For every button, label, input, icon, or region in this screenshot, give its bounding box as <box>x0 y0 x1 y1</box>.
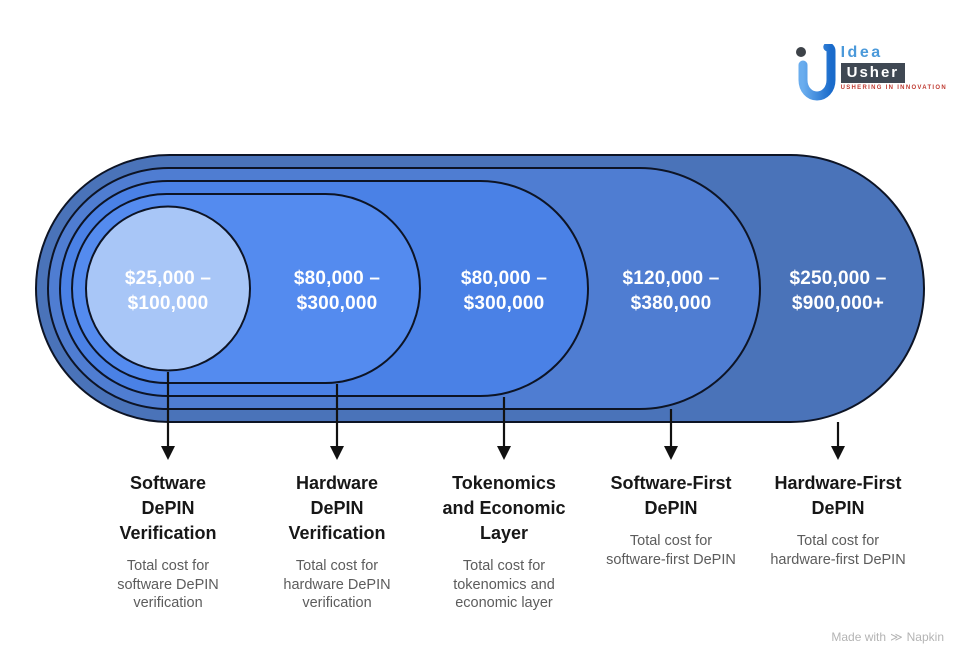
cost-label-software-first-depin: $120,000 – $380,000 <box>622 268 720 314</box>
cost-label-tokenomics-economic-layer: $80,000 – $300,000 <box>460 268 548 314</box>
arrow-software-first-depin <box>664 409 678 460</box>
column-title: Software-First DePIN <box>610 473 732 518</box>
logo-word-idea: Idea <box>840 44 883 61</box>
idea-usher-u-icon <box>795 44 836 101</box>
column-subtitle: Total cost for software DePIN verificati… <box>117 558 219 611</box>
arrow-head <box>664 446 678 460</box>
arrow-hardware-first-depin <box>831 422 845 460</box>
label-column-tokenomics-economic-layer: Tokenomics and Economic Layer Total cost… <box>414 471 594 613</box>
cost-label-hardware-depin-verification: $80,000 – $300,000 <box>293 268 381 314</box>
label-column-software-depin-verification: Software DePIN Verification Total cost f… <box>78 471 258 613</box>
column-title: Hardware DePIN Verification <box>288 473 386 543</box>
column-subtitle: Total cost for hardware DePIN verificati… <box>283 558 391 611</box>
cost-label-software-depin-verification: $25,000 – $100,000 <box>124 268 212 314</box>
made-with-text: Made with <box>831 630 887 644</box>
logo-tagline: USHERING IN INNOVATION <box>840 85 947 91</box>
arrow-head <box>161 446 175 460</box>
column-subtitle: Total cost for tokenomics and economic l… <box>453 558 555 611</box>
label-column-software-first-depin: Software-First DePIN Total cost for soft… <box>581 471 761 569</box>
arrow-head <box>831 446 845 460</box>
napkin-credit: Made with ≫ Napkin <box>831 630 944 644</box>
cost-label-hardware-first-depin: $250,000 – $900,000+ <box>789 268 887 314</box>
column-subtitle: Total cost for hardware-first DePIN <box>770 533 906 568</box>
label-column-hardware-first-depin: Hardware-First DePIN Total cost for hard… <box>748 471 928 569</box>
arrow-head <box>330 446 344 460</box>
ring-software-depin-verification-shape <box>85 205 251 372</box>
napkin-brand-text: Napkin <box>906 630 944 644</box>
column-title: Tokenomics and Economic Layer <box>442 473 566 543</box>
column-title: Hardware-First DePIN <box>774 473 902 518</box>
logo-word-usher: Usher <box>840 63 906 83</box>
arrow-head <box>497 446 511 460</box>
napkin-icon: ≫ <box>890 630 903 644</box>
idea-usher-logo: Idea Usher USHERING IN INNOVATION <box>793 44 947 102</box>
column-subtitle: Total cost for software-first DePIN <box>606 533 736 568</box>
arrow-software-depin-verification <box>161 372 175 460</box>
arrow-hardware-depin-verification <box>330 384 344 460</box>
arrow-tokenomics-economic-layer <box>497 397 511 460</box>
column-title: Software DePIN Verification <box>119 473 217 543</box>
label-column-hardware-depin-verification: Hardware DePIN Verification Total cost f… <box>247 471 427 613</box>
logo-text-block: Idea Usher USHERING IN INNOVATION <box>840 44 947 91</box>
